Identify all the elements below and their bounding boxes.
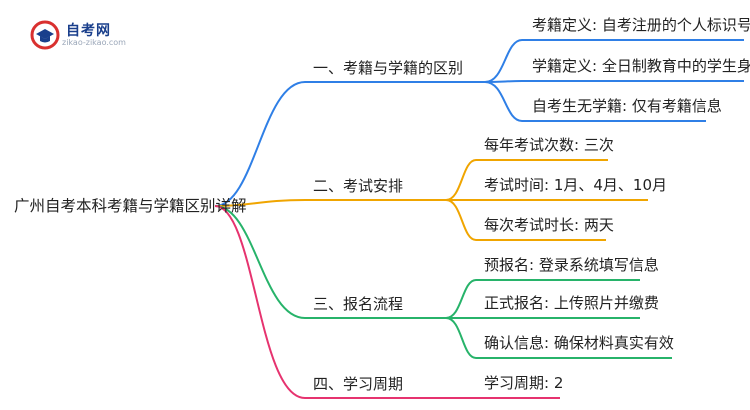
connector-b3-c3: [445, 317, 477, 359]
connector-root-branch-3: [214, 205, 306, 319]
branch-1-item-1: 考籍定义: 自考注册的个人标识号码: [532, 16, 750, 34]
branch-1-label: 一、考籍与学籍的区别: [313, 59, 464, 77]
branch-1-item-2: 学籍定义: 全日制教育中的学生身份: [532, 57, 750, 75]
branch-3-label: 三、报名流程: [313, 295, 404, 313]
connector-root-branch-1: [214, 81, 306, 207]
logo-name: 自考网: [66, 23, 111, 39]
connector-b3-c1: [445, 279, 477, 319]
connector-b2-c3: [445, 199, 477, 241]
logo-url: zikao-zikao.com: [62, 38, 126, 47]
connector-b1-c2: [484, 80, 523, 83]
branch-2-item-2: 考试时间: 1月、4月、10月: [484, 176, 667, 194]
branch-3-item-2: 正式报名: 上传照片并缴费: [484, 294, 659, 312]
branch-2-item-1: 每年考试次数: 三次: [484, 136, 614, 154]
connector-b2-c1: [445, 159, 477, 201]
branch-2-label: 二、考试安排: [313, 177, 404, 195]
branch-3-item-1: 预报名: 登录系统填写信息: [484, 256, 659, 274]
connector-root-branch-2: [214, 199, 306, 207]
branch-4-label: 四、学习周期: [313, 375, 404, 393]
graduation-cap-icon: [30, 20, 60, 50]
site-logo[interactable]: 自考网 zikao-zikao.com: [30, 18, 170, 54]
branch-1-item-3: 自考生无学籍: 仅有考籍信息: [532, 97, 722, 115]
root-topic: 广州自考本科考籍与学籍区别详解: [14, 197, 247, 215]
connector-b1-c3: [484, 81, 523, 122]
branch-2-item-3: 每次考试时长: 两天: [484, 216, 614, 234]
connector-b1-c1: [484, 39, 523, 83]
connector-root-branch-4: [214, 205, 306, 399]
branch-3-item-3: 确认信息: 确保材料真实有效: [484, 334, 674, 352]
branch-4-item-1: 学习周期: 2: [484, 374, 564, 392]
